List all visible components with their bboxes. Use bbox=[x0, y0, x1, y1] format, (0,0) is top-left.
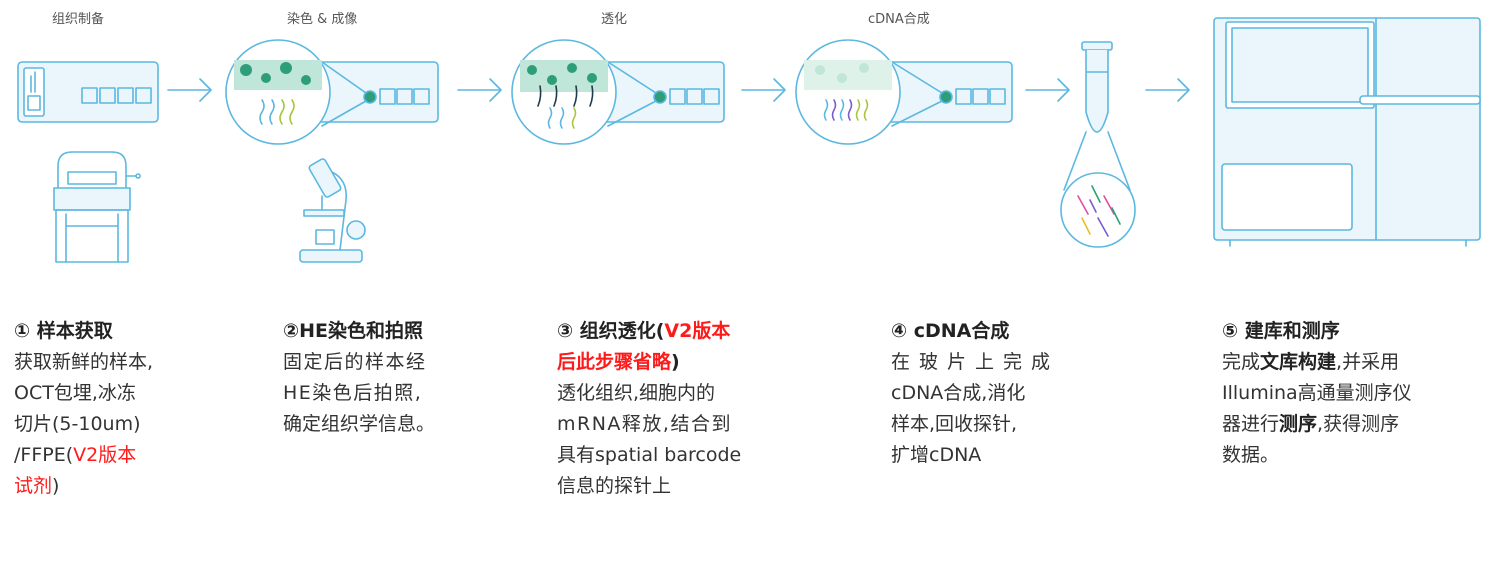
stained-slide-icon bbox=[225, 39, 439, 145]
microscope-icon bbox=[299, 158, 366, 263]
step-1-v2-note: V2版本 bbox=[73, 444, 137, 466]
step-5-line-3: 器进行测序,获得测序 bbox=[1222, 409, 1412, 440]
step-1-line: 切片(5-10um) bbox=[14, 413, 141, 435]
step-1-line-ffpe: /FFPE(V2版本 bbox=[14, 440, 153, 471]
step-1-line-reagent: 试剂) bbox=[14, 471, 153, 502]
step-1-line: 获取新鲜的样本, bbox=[14, 351, 154, 373]
stage-label-permeabilization: 透化 bbox=[601, 12, 628, 27]
step-4-heading: ④ cDNA合成 bbox=[891, 320, 1010, 342]
step-5-line-4: 数据。 bbox=[1222, 444, 1280, 466]
tube-icon bbox=[1060, 41, 1136, 248]
stage-label-tissue-prep: 组织制备 bbox=[52, 12, 105, 27]
step-3-close-paren: ) bbox=[671, 351, 680, 373]
step-4-line: cDNA合成,消化 bbox=[891, 382, 1026, 404]
step-5-line-2: Illumina高通量测序仪 bbox=[1222, 382, 1412, 404]
step-3-permeabilization: ③ 组织透化(V2版本 后此步骤省略) 透化组织,细胞内的 mRNA释放,结合到… bbox=[557, 316, 741, 502]
step-5-text: 器进行 bbox=[1222, 413, 1280, 435]
step-2-line: HE染色后拍照, bbox=[283, 382, 423, 404]
step-3-heading-line2: 后此步骤省略) bbox=[557, 347, 741, 378]
step-3-omitted-note: 后此步骤省略 bbox=[557, 351, 672, 373]
slide-icon bbox=[17, 61, 159, 123]
step-5-text: 完成 bbox=[1222, 351, 1261, 373]
cdna-slide-icon bbox=[795, 39, 1013, 145]
step-1-ffpe-text: /FFPE( bbox=[14, 444, 74, 466]
step-5-line-1: 完成文库构建,并采用 bbox=[1222, 347, 1412, 378]
step-1-sample-acquisition: ① 样本获取 获取新鲜的样本, OCT包埋,冰冻 切片(5-10um) /FFP… bbox=[14, 316, 153, 502]
step-5-library-sequencing: ⑤ 建库和测序 完成文库构建,并采用 Illumina高通量测序仪 器进行测序,… bbox=[1222, 316, 1412, 471]
step-4-line: 在玻片上完成 bbox=[891, 351, 1060, 373]
step-1-reagent-note: 试剂 bbox=[14, 475, 53, 497]
step-5-text: ,并采用 bbox=[1336, 351, 1400, 373]
step-3-line: 透化组织,细胞内的 bbox=[557, 382, 716, 404]
step-3-line: 具有spatial barcode bbox=[557, 444, 742, 466]
step-3-line: mRNA释放,结合到 bbox=[557, 413, 732, 435]
step-4-cdna-synthesis: ④ cDNA合成 在玻片上完成 cDNA合成,消化 样本,回收探针, 扩增cDN… bbox=[891, 316, 1059, 471]
cryostat-icon bbox=[53, 151, 141, 263]
step-3-v2-note: V2版本 bbox=[664, 320, 731, 342]
step-5-heading: ⑤ 建库和测序 bbox=[1222, 320, 1340, 342]
step-1-close-paren: ) bbox=[52, 475, 60, 497]
step-2-he-staining: ②HE染色和拍照 固定后的样本经 HE染色后拍照, 确定组织学信息。 bbox=[283, 316, 435, 440]
step-5-sequencing: 测序 bbox=[1279, 413, 1318, 435]
step-5-library-build: 文库构建 bbox=[1260, 351, 1337, 373]
arrow-icon bbox=[167, 78, 212, 102]
step-4-line: 扩增cDNA bbox=[891, 444, 982, 466]
arrow-icon bbox=[457, 78, 502, 102]
stage-label-cdna-synthesis: cDNA合成 bbox=[868, 12, 930, 27]
step-2-line: 固定后的样本经 bbox=[283, 351, 427, 373]
step-3-line: 信息的探针上 bbox=[557, 475, 672, 497]
step-1-heading: ① 样本获取 bbox=[14, 320, 113, 342]
step-3-heading: ③ 组织透化(V2版本 bbox=[557, 316, 741, 347]
stage-label-staining-imaging: 染色 & 成像 bbox=[287, 12, 358, 27]
step-1-line: OCT包埋,冰冻 bbox=[14, 382, 136, 404]
sequencer-icon bbox=[1213, 17, 1481, 247]
step-3-heading-text: ③ 组织透化( bbox=[557, 320, 665, 342]
step-2-heading: ②HE染色和拍照 bbox=[283, 320, 423, 342]
step-4-line: 样本,回收探针, bbox=[891, 413, 1018, 435]
step-2-line: 确定组织学信息。 bbox=[283, 413, 436, 435]
arrow-icon bbox=[741, 78, 786, 102]
permeabilized-slide-icon bbox=[511, 39, 725, 145]
arrow-icon bbox=[1025, 78, 1070, 102]
step-5-text: ,获得测序 bbox=[1317, 413, 1400, 435]
arrow-icon bbox=[1145, 78, 1190, 102]
workflow-illustration bbox=[17, 17, 1481, 263]
